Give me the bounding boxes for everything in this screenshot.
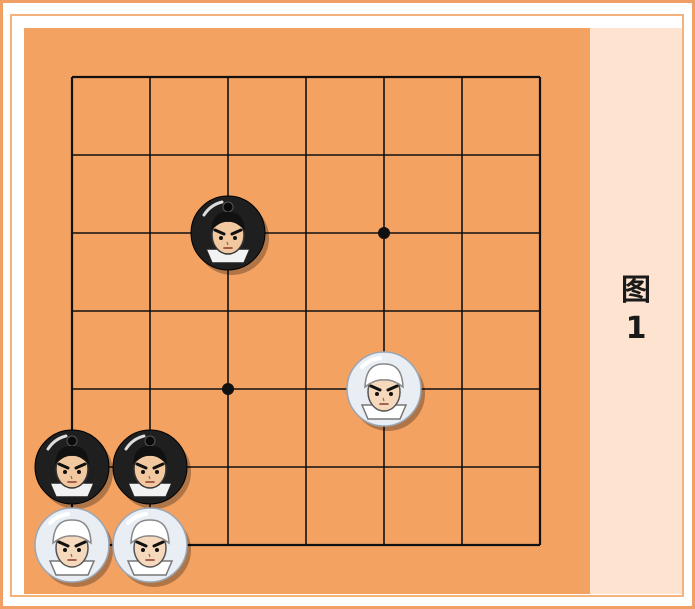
white-stone (113, 508, 191, 587)
side-panel: 图 1 (590, 28, 682, 594)
white-stone-face-icon (347, 352, 425, 431)
black-stone (113, 430, 191, 509)
figure-label: 图 1 (590, 272, 682, 348)
board-grid (24, 28, 590, 594)
white-stone (35, 508, 113, 587)
black-stone (191, 196, 269, 275)
figure-label-char: 图 (590, 272, 682, 310)
figure-label-number: 1 (590, 310, 682, 348)
star-point (378, 227, 390, 239)
black-stone (35, 430, 113, 509)
star-point (222, 383, 234, 395)
white-stone-face-icon (35, 508, 113, 587)
black-stone-face-icon (113, 430, 191, 509)
go-board (24, 28, 590, 594)
black-stone-face-icon (191, 196, 269, 275)
white-stone (347, 352, 425, 431)
black-stone-face-icon (35, 430, 113, 509)
white-stone-face-icon (113, 508, 191, 587)
